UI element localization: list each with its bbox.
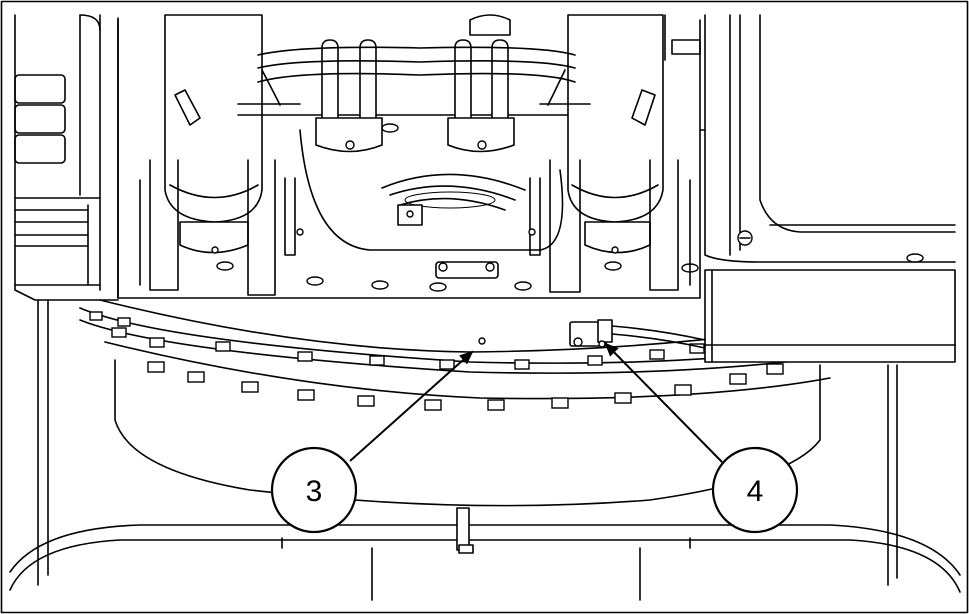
grease-point <box>478 337 486 345</box>
right-housing <box>664 14 956 363</box>
callout-4-label: 4 <box>747 475 764 508</box>
callout-4-circle <box>711 446 799 534</box>
callout-3: 3 <box>270 446 358 534</box>
left-cylinder <box>139 14 601 296</box>
callout-4-leader <box>604 342 723 463</box>
callout-3-circle <box>270 446 358 534</box>
ring-bolts <box>89 311 784 411</box>
left-panel <box>14 14 119 301</box>
right-cylinder <box>528 14 691 293</box>
callout-4: 4 <box>711 446 799 534</box>
mounting-plate <box>117 17 701 299</box>
sensor-fitting <box>569 319 706 349</box>
callout-3-leader <box>349 350 474 462</box>
lower-base <box>9 299 961 601</box>
callout-3-label: 3 <box>306 475 323 508</box>
center-hoses <box>257 14 576 153</box>
